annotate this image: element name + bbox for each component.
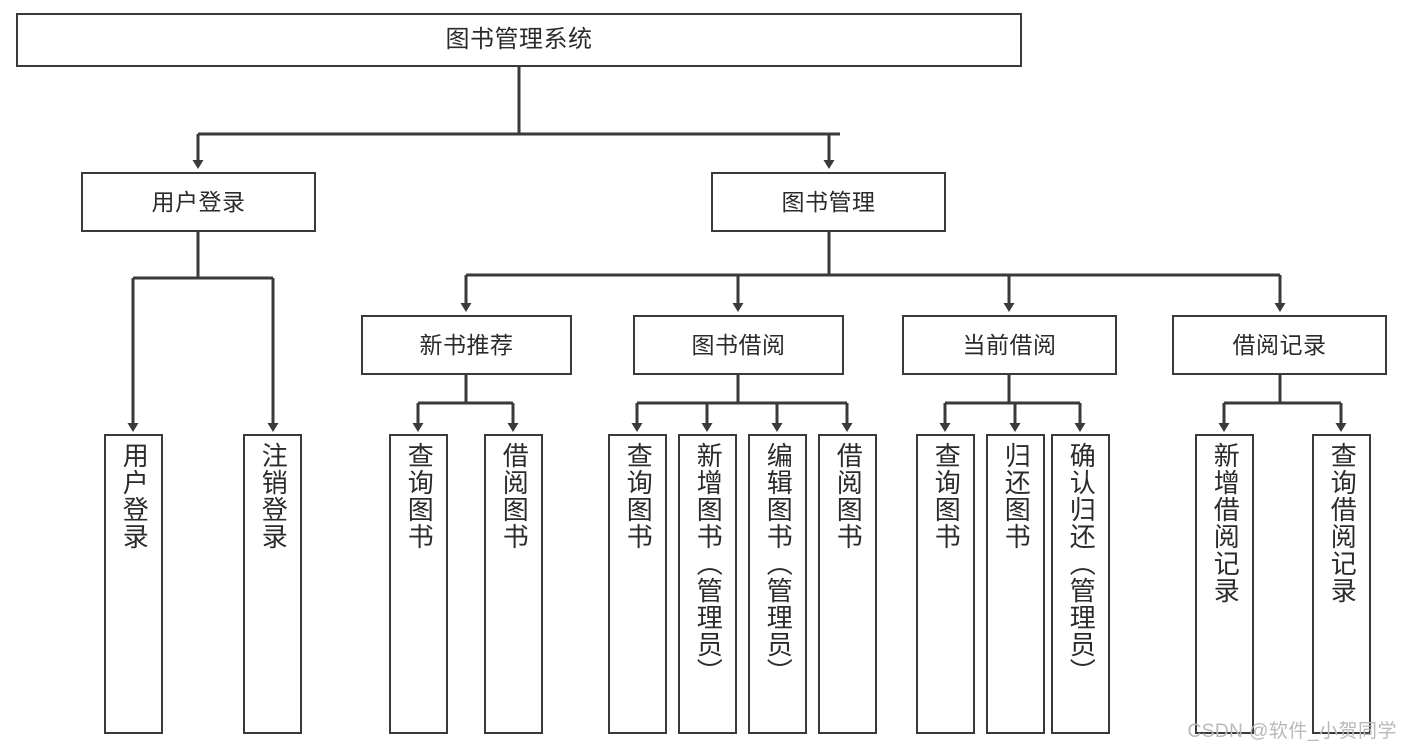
node-book-management[interactable]: 图书管理	[711, 172, 946, 232]
node-leaf-return-book[interactable]: 归还图书	[986, 434, 1045, 734]
node-user-login-label: 用户登录	[151, 188, 246, 215]
node-leaf-edit-book[interactable]: 编辑图书（管理员）	[748, 434, 807, 734]
node-leaf-add-book-label: 新增图书（管理员）	[693, 442, 724, 685]
node-leaf-borrow-book-2[interactable]: 借阅图书	[818, 434, 877, 734]
node-new-book-recommend-label: 新书推荐	[419, 331, 514, 358]
node-leaf-borrow-book-1[interactable]: 借阅图书	[484, 434, 543, 734]
node-root-label: 图书管理系统	[445, 26, 593, 54]
node-leaf-confirm-return[interactable]: 确认归还（管理员）	[1051, 434, 1110, 734]
node-leaf-confirm-return-label: 确认归还（管理员）	[1066, 442, 1097, 685]
node-current-borrow-label: 当前借阅	[962, 331, 1057, 358]
watermark: CSDN @软件_小贺同学	[1187, 721, 1397, 742]
node-leaf-query-book-3-label: 查询图书	[931, 442, 962, 550]
node-user-login[interactable]: 用户登录	[81, 172, 316, 232]
node-root[interactable]: 图书管理系统	[16, 13, 1022, 67]
node-leaf-user-login-label: 用户登录	[119, 442, 150, 550]
node-current-borrow[interactable]: 当前借阅	[902, 315, 1117, 375]
node-leaf-query-record-label: 查询借阅记录	[1327, 442, 1358, 604]
node-new-book-recommend[interactable]: 新书推荐	[361, 315, 572, 375]
node-leaf-add-book[interactable]: 新增图书（管理员）	[678, 434, 737, 734]
node-leaf-query-record[interactable]: 查询借阅记录	[1312, 434, 1371, 734]
node-borrow-record-label: 借阅记录	[1232, 331, 1327, 358]
node-leaf-query-book-2[interactable]: 查询图书	[608, 434, 667, 734]
node-leaf-borrow-book-1-label: 借阅图书	[499, 442, 530, 550]
node-leaf-query-book-1-label: 查询图书	[404, 442, 435, 550]
node-leaf-return-book-label: 归还图书	[1001, 442, 1032, 550]
node-borrow-record[interactable]: 借阅记录	[1172, 315, 1387, 375]
node-leaf-add-record-label: 新增借阅记录	[1210, 442, 1241, 604]
node-leaf-query-book-3[interactable]: 查询图书	[916, 434, 975, 734]
node-leaf-logout-label: 注销登录	[258, 442, 289, 550]
node-leaf-user-login[interactable]: 用户登录	[104, 434, 163, 734]
node-leaf-add-record[interactable]: 新增借阅记录	[1195, 434, 1254, 734]
node-leaf-query-book-1[interactable]: 查询图书	[389, 434, 448, 734]
node-leaf-borrow-book-2-label: 借阅图书	[833, 442, 864, 550]
node-book-management-label: 图书管理	[781, 188, 876, 215]
node-book-borrow-label: 图书借阅	[691, 331, 786, 358]
node-leaf-edit-book-label: 编辑图书（管理员）	[763, 442, 794, 685]
node-leaf-query-book-2-label: 查询图书	[623, 442, 654, 550]
node-leaf-logout[interactable]: 注销登录	[243, 434, 302, 734]
node-book-borrow[interactable]: 图书借阅	[633, 315, 844, 375]
